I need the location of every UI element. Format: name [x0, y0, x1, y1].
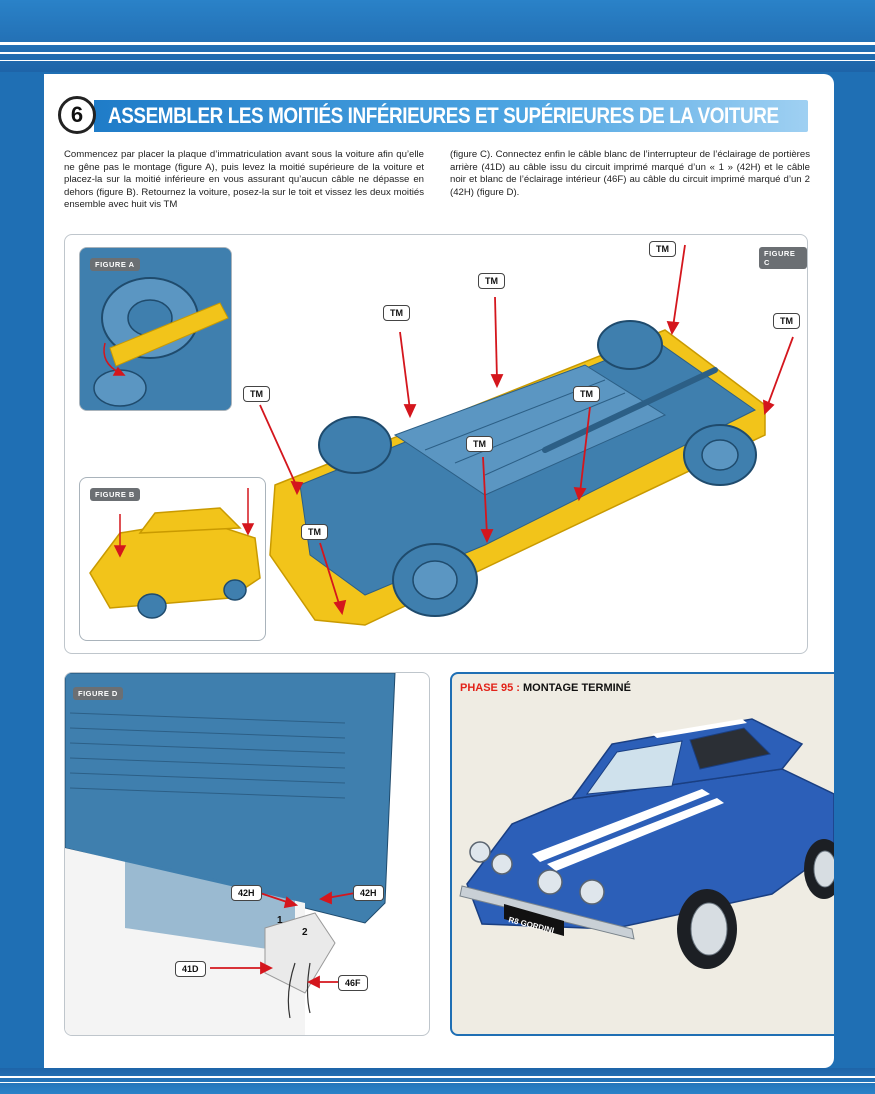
- top-stripe-1: [0, 42, 875, 45]
- step-header: ASSEMBLER LES MOITIÉS INFÉRIEURES ET SUP…: [58, 96, 808, 136]
- wire-tag-42h-left: 42H: [231, 885, 262, 901]
- figure-a-inset: FIGURE A: [79, 247, 232, 411]
- phase-title: PHASE 95 : MONTAGE TERMINÉ: [460, 682, 631, 694]
- bottom-band: [0, 1068, 875, 1094]
- figure-b-illustration: [89, 488, 261, 619]
- screw-tag-tm-6: TM: [573, 386, 600, 402]
- screw-tag-tm-5: TM: [243, 386, 270, 402]
- figure-d-illustration: [65, 673, 396, 1035]
- finished-car-illustration: R8 GORDINI: [459, 718, 834, 969]
- phase-label: MONTAGE TERMINÉ: [522, 682, 631, 694]
- instruction-page: ASSEMBLER LES MOITIÉS INFÉRIEURES ET SUP…: [44, 74, 834, 1068]
- screw-tag-tm-4: TM: [383, 305, 410, 321]
- step-number-badge: 6: [58, 96, 96, 134]
- instructions-left-column: Commencez par placer la plaque d’immatri…: [64, 149, 424, 211]
- bottom-stripe-1: [0, 1076, 875, 1078]
- top-stripe-2: [0, 52, 875, 54]
- assembly-figures-frame: FIGURE C TM TM TM TM TM TM TM TM FIGURE …: [64, 234, 808, 654]
- figure-b-label: FIGURE B: [90, 488, 140, 501]
- phase-number: PHASE 95 :: [460, 682, 520, 694]
- step-title: ASSEMBLER LES MOITIÉS INFÉRIEURES ET SUP…: [108, 103, 779, 128]
- figure-a-illustration: [80, 248, 231, 410]
- figure-d-label: FIGURE D: [73, 687, 123, 700]
- screw-tag-tm-1: TM: [649, 241, 676, 257]
- figure-d-frame: FIGURE D 42H 42H 41D 46F 1 2: [64, 672, 430, 1036]
- wire-tag-41d: 41D: [175, 961, 206, 977]
- top-band: [0, 0, 875, 72]
- figure-c-label: FIGURE C: [759, 247, 807, 269]
- instructions-right-column: (figure C). Connectez enfin le câble bla…: [450, 149, 810, 198]
- screw-tag-tm-3: TM: [478, 273, 505, 289]
- figure-a-label: FIGURE A: [90, 258, 140, 271]
- top-stripe-3: [0, 60, 875, 61]
- phase-complete-panel: PHASE 95 : MONTAGE TERMINÉ R8 GORDINI: [450, 672, 834, 1036]
- wire-tag-46f: 46F: [338, 975, 368, 991]
- step-title-bar: ASSEMBLER LES MOITIÉS INFÉRIEURES ET SUP…: [94, 100, 808, 132]
- screw-tag-tm-7: TM: [466, 436, 493, 452]
- figure-b-inset: FIGURE B: [79, 477, 266, 641]
- bottom-stripe-2: [0, 1082, 875, 1083]
- screw-tag-tm-8: TM: [301, 524, 328, 540]
- screw-tag-tm-2: TM: [773, 313, 800, 329]
- wire-tag-42h-right: 42H: [353, 885, 384, 901]
- connector-number-1: 1: [277, 915, 283, 926]
- connector-number-2: 2: [302, 927, 308, 938]
